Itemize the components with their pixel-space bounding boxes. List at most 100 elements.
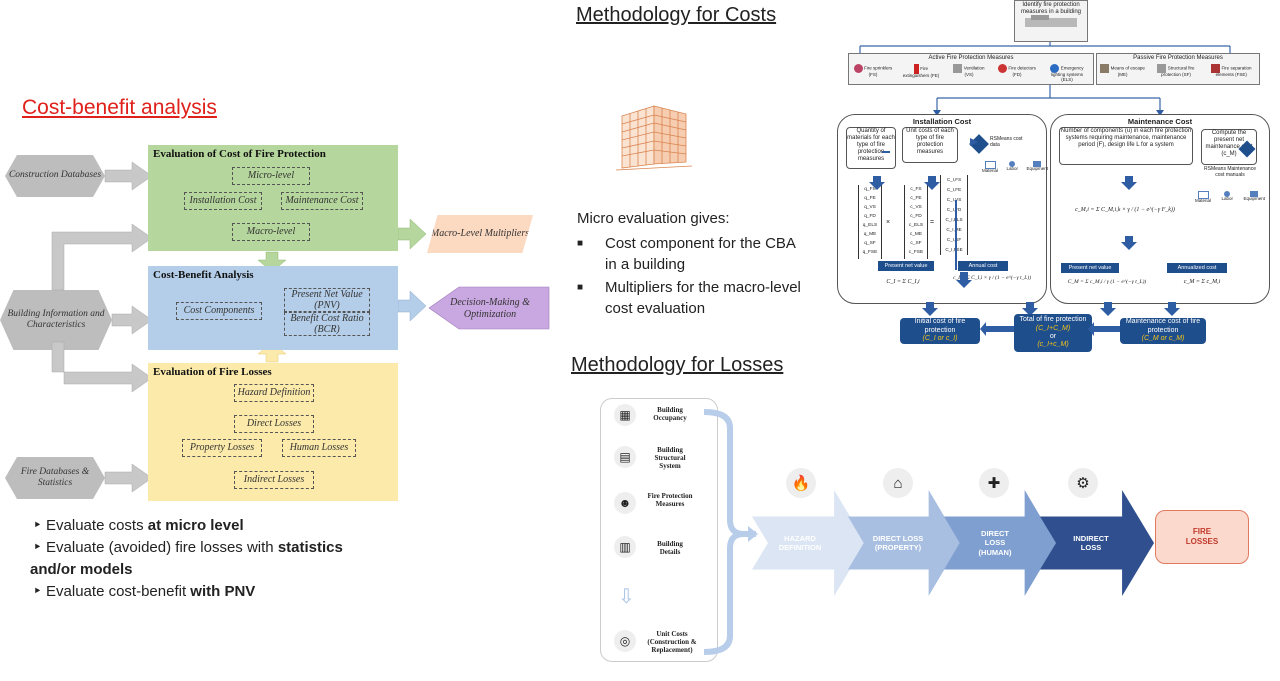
building-information-input: Building Information and Characteristics [0,290,112,350]
building-details-icon: ▥ [614,536,636,558]
escape-icon [1100,63,1110,73]
maintenance-output-box: Maintenance cost of fire protection (C_M… [1120,318,1206,344]
fire-losses-title: Evaluation of Fire Losses [153,366,272,378]
active-item-els: Emergency lighting systems (ELS) [1050,63,1084,82]
building-channel-down [51,341,153,393]
pnv-box: Present Net Value (PNV) [284,288,370,312]
maint-pnv-label: Present net value [1061,263,1119,273]
hazard-definition-box: Hazard Definition [234,384,314,402]
micro-item-2: ■ Multipliers for the macro-level cost e… [577,279,801,317]
material-icon [984,161,996,169]
maint-cmi-formula: c_M,i = Σ C_M,i,k × γ / (1 − e^(−γ F_k)) [1075,207,1175,213]
structural-system-icon: ▤ [614,446,636,468]
direct-property-chevron: DIRECT LOSS (PROPERTY) [848,490,960,596]
inputs-bracket [703,409,758,655]
bullet-list: ‣ Evaluate costs at micro level ‣ Evalua… [30,515,393,603]
passive-item-fse: Fire separation elements (FSE) [1206,63,1256,78]
maint-pnv-formula: C_M = Σ c_M,i / γ (1 − e^(−γ t_L)) [1067,279,1147,285]
structural-icon [1157,63,1167,73]
decision-label: Decision-Making & Optimization [450,297,530,320]
decision-diamond [428,286,550,330]
square-bullet-icon: ■ [577,238,584,249]
installation-cost-panel: Installation Cost Quantity of materials … [837,114,1048,304]
rsmeans-maint-label: RSMeans Maintenance cost manuals [1204,166,1256,178]
micro-item-1: ■ Cost component for the CBA in a buildi… [577,235,796,273]
loss-inputs-panel [600,398,718,662]
install-annual-formula: c_I = Σ C_I,i × γ / (1 − e^(−γ t_L)) [952,275,1032,281]
initial-cost-box: Initial cost of fire protection (C_I or … [900,318,980,344]
detector-icon [998,63,1008,73]
building-information-label: Building Information and Characteristics [7,308,105,330]
cba-panel: Cost-Benefit Analysis Cost Components Pr… [148,266,398,350]
maintenance-cost-title: Maintenance Cost [1127,117,1193,126]
equipment-icon [1033,161,1042,167]
compute-maintenance-box: Compute the present net maintenance cost… [1201,129,1257,165]
maint-annual-formula: c_M = Σ c_M,i [1183,279,1221,285]
cba-panel-title: Cost-Benefit Analysis [153,269,254,281]
separation-icon [1211,63,1221,73]
hazard-definition-chevron: HAZARD DEFINITION [752,490,866,596]
bullet-2: ‣ Evaluate (avoided) fire losses with st… [33,539,343,556]
install-pnv-formula: C_I = Σ C_I,i [886,279,920,285]
arrow-construction-to-green [104,161,153,191]
property-losses-box: Property Losses [182,439,262,457]
active-item-vs: Ventilation (VS) [949,63,989,83]
identify-measures-box: Identify fire protection measures in a b… [1014,0,1088,42]
cost-evaluation-title: Evaluation of Cost of Fire Protection [153,148,326,160]
indirect-loss-chevron: INDIRECT LOSS [1040,490,1154,596]
rsmeans-label: RSMeans cost data [990,136,1023,148]
passive-measures-title: Passive Fire Protection Measures [1133,55,1223,61]
install-annual-label: Annual cost [958,261,1008,271]
building-channel [51,223,153,291]
maint-annual-label: Annualized cost [1167,263,1227,273]
passive-measures-box: Passive Fire Protection Measures Means o… [1096,53,1260,85]
human-losses-box: Human Losses [282,439,356,457]
cost-evaluation-panel: Evaluation of Cost of Fire Protection Mi… [148,145,398,251]
arrow-building-to-blue [111,305,153,335]
fire-losses-box: FIRE LOSSES [1155,510,1249,564]
arrow-blue-to-decision [397,290,427,322]
labor-icon [1009,161,1016,167]
output-connectors [980,322,1120,336]
active-measures-box: Active Fire Protection Measures Fire spr… [848,53,1094,85]
down-arrow-icon: ⇩ [618,586,635,608]
install-pnv-label: Present net value [878,261,934,271]
direct-losses-box: Direct Losses [234,415,314,433]
building-sketch-image [616,105,692,171]
sprinkler-icon [853,63,863,73]
labor-icon [1224,191,1231,197]
passive-item-me: Means of escape (ME) [1100,63,1146,78]
fire-databases-label: Fire Databases & Statistics [20,466,90,488]
costs-diagram-lines [859,40,1231,116]
bullet-2-cont: and/or models [30,561,133,578]
building-occupancy-icon: ▦ [614,404,636,426]
fire-icon: 🔥 [786,468,816,498]
equipment-icon [1250,191,1259,197]
macro-level-box: Macro-level [232,223,310,241]
macro-multipliers-output: Macro-Level Multipliers [427,215,533,253]
structural-system-label: Building Structural System [654,446,686,471]
equals-sign: = [930,219,935,226]
building-3d-icon [1025,15,1077,28]
cost-components-box: Cost Components [176,302,262,320]
active-item-fe: Fire extinguishers (FE) [901,63,941,83]
installation-cost-title: Installation Cost [912,117,972,126]
left-arrows [51,161,427,493]
firefighter-icon: ☻ [614,492,636,514]
passive-item-sf: Structural fire protection (SF) [1151,63,1201,78]
cba-title: Cost-benefit analysis [22,96,217,119]
maintenance-cost-panel: Maintenance Cost Number of components (u… [1050,114,1270,304]
direct-human-label: DIRECT LOSS (HUMAN) [978,528,1012,557]
installation-cost-box: Installation Cost [184,192,262,210]
fire-losses-panel: Evaluation of Fire Losses Hazard Definit… [148,363,398,501]
fire-databases-input: Fire Databases & Statistics [5,457,105,499]
unit-cost-box: Unit costs of each type of fire protecti… [902,127,958,163]
times-sign: × [886,219,891,226]
ventilation-icon [953,63,963,73]
bcr-box: Benefit Cost Ratio (BCR) [284,312,370,336]
hazard-definition-label: HAZARD DEFINITION [778,533,822,552]
building-occupancy-label: Building Occupancy [653,406,687,423]
medical-cross-icon: ✚ [979,468,1009,498]
direct-human-chevron: DIRECT LOSS (HUMAN) [944,490,1056,596]
